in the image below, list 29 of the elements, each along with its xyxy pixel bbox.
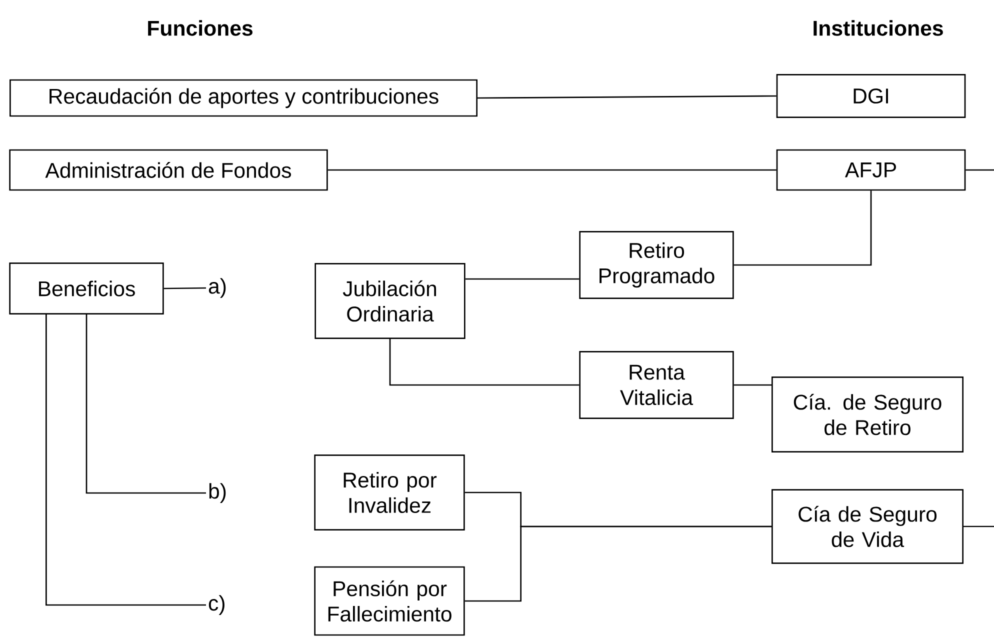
- connector-line: [478, 95, 776, 99]
- process-box: Cía de Seguro de Vida: [772, 489, 964, 564]
- process-box: AFJP: [776, 149, 966, 191]
- connector-line: [465, 278, 580, 280]
- connector-line: [86, 314, 206, 494]
- connector-line: [966, 169, 994, 171]
- column-heading: Funciones: [148, 20, 252, 36]
- process-box: Renta Vitalicia: [579, 351, 734, 419]
- process-box: Recaudación de aportes y contribuciones: [10, 79, 478, 117]
- connector-line: [964, 526, 994, 528]
- process-box: Retiro por Invalidez: [314, 454, 465, 530]
- process-box: Retiro Programado: [579, 231, 734, 299]
- process-box: Jubilación Ordinaria: [314, 263, 466, 339]
- item-label: b): [209, 483, 226, 503]
- item-label: c): [208, 595, 224, 615]
- connector-line: [389, 339, 580, 386]
- connector-line: [464, 526, 772, 602]
- process-box: Beneficios: [9, 262, 164, 314]
- process-box: Cía. de Seguro de Retiro: [772, 376, 964, 452]
- connector-line: [328, 169, 776, 171]
- process-box: Administración de Fondos: [9, 149, 328, 191]
- column-heading: Instituciones: [814, 20, 943, 36]
- connector-line: [734, 190, 872, 266]
- process-box: Pensión por Fallecimiento: [314, 566, 465, 636]
- connector-line: [164, 287, 206, 290]
- process-box: DGI: [776, 74, 966, 118]
- item-label: a): [208, 278, 226, 298]
- connector-line: [734, 384, 772, 386]
- connector-line: [46, 314, 206, 606]
